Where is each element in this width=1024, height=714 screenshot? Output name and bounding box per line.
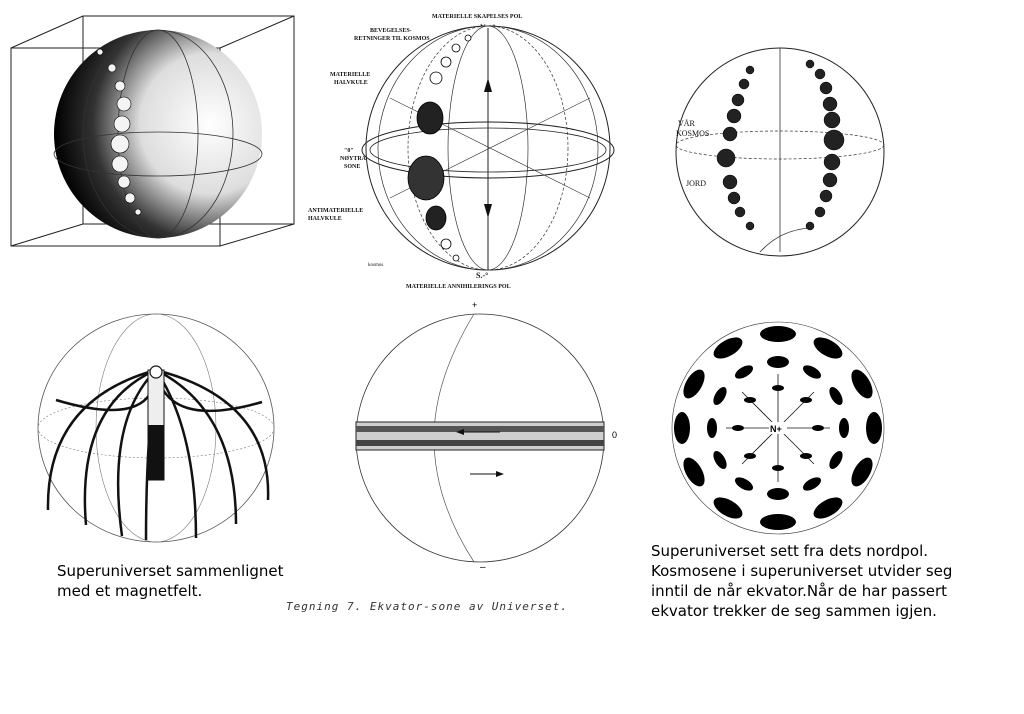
cosmos-chain [716,59,845,231]
sphere-in-cube-diagram [10,15,295,247]
drawing-seven-caption: Tegning 7. Ekvator-sone av Universet. [286,600,569,613]
magnetic-caption-line2: med et magnetfelt. [57,582,203,600]
our-cosmos-label-line1: VÅR [678,119,696,128]
cosmos-ring-middle [707,356,849,500]
our-cosmos-sphere: VÅR KOSMOS JORD [675,47,885,257]
bottom-pole-label: MATERIELLE ANNIHILERINGS POL [406,284,511,290]
north-pole-caption-line3: inntil de når ekvator.Når de har passert [651,582,948,600]
material-hemisphere-label-line1: MATERIELLE [330,72,370,78]
south-pole-label: S.-° [476,271,488,280]
shaded-sphere [54,30,262,238]
labeled-universe-sphere: MATERIELLE SKAPELSES POL N.+° BEVEGELSES… [308,14,615,290]
movement-label-line2: RETNINGER TIL KOSMOS [354,36,430,42]
neutral-zone-label-line2: NØYTRAL [340,156,370,162]
cosmos-small-label: kosmos [368,263,383,268]
plus-sign: + [472,300,477,310]
equator-zone-sphere: + 0 – [355,300,617,573]
our-cosmos-label-line2: KOSMOS [676,129,709,138]
magnetic-caption-line1: Superuniverset sammenlignet [57,562,284,580]
north-pole-caption-line1: Superuniverset sett fra dets nordpol. [651,542,929,560]
north-pole-caption-line4: ekvator trekker de seg sammen igjen. [651,602,937,620]
antimaterial-hemisphere-label-line1: ANTIMATERIELLE [308,208,363,214]
earth-label: JORD [686,179,706,188]
movement-label-line1: BEVEGELSES- [370,28,412,34]
neutral-zone-label-line1: "0" [344,148,354,154]
antimaterial-hemisphere-label-line2: HALVKULE [308,216,342,222]
north-pole-view-sphere: N+ [671,321,885,535]
top-pole-label: MATERIELLE SKAPELSES POL [432,14,522,20]
cosmos-ring-outer [674,326,882,530]
north-pole-caption-line2: Kosmosene i superuniverset utvider seg [651,562,953,580]
material-hemisphere-label-line2: HALVKULE [334,80,368,86]
zero-label: 0 [612,430,617,440]
minus-sign: – [480,562,486,573]
magnetic-field-sphere [37,313,275,543]
north-pole-marker: N+ [770,424,782,434]
cosmos-chain [96,48,142,216]
cosmos-chain [407,34,472,262]
neutral-zone-label-line3: SONE [344,164,360,170]
